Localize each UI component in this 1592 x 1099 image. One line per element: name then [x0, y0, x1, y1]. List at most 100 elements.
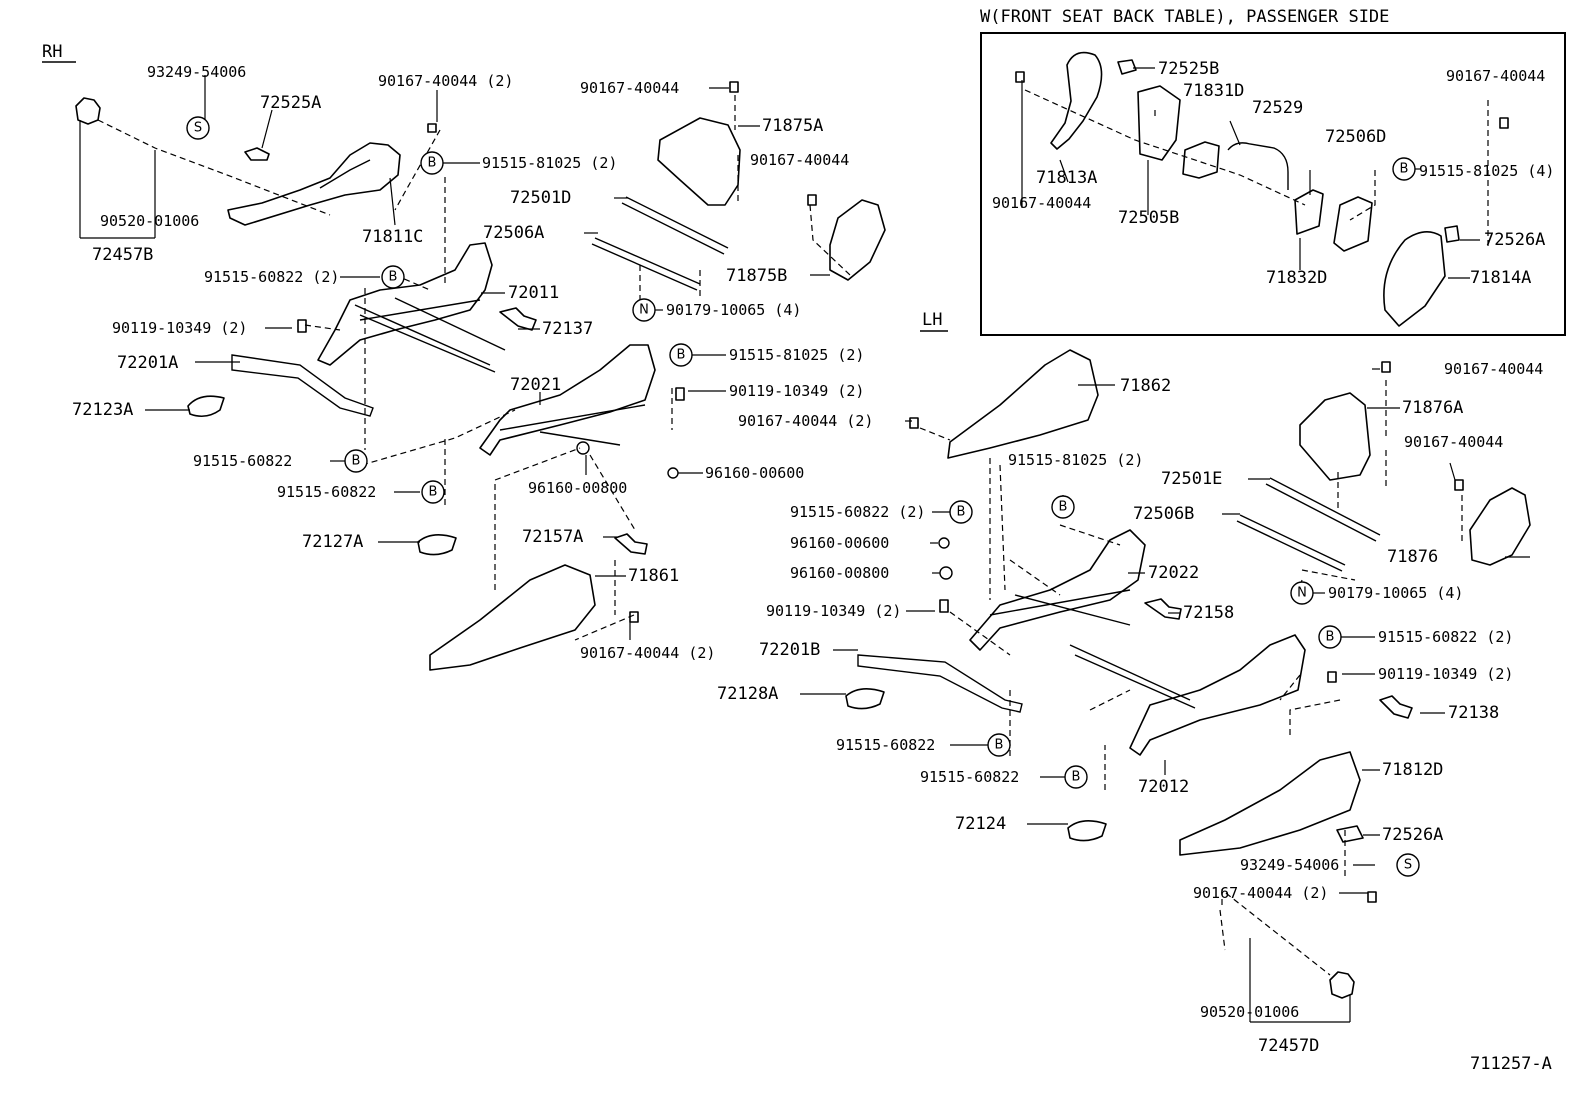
part-label: 72506A — [483, 223, 544, 243]
part-label: 72128A — [717, 684, 778, 704]
cover-71811c — [227, 142, 401, 226]
part-label: 90179-10065 (4) — [666, 301, 801, 319]
part-label: 91515-81025 (4) — [1419, 162, 1554, 180]
part-label: 72529 — [1252, 98, 1303, 118]
part-label: 90119-10349 (2) — [766, 602, 901, 620]
part-label: 72506D — [1325, 127, 1386, 147]
rh-leader-lines — [79, 75, 851, 641]
inset-labels: 72525B 71831D 72529 90167-40044 71813A 9… — [992, 59, 1554, 288]
symbol-s: S — [194, 121, 202, 136]
part-label: 90167-40044 — [1446, 67, 1545, 85]
part-label: 96160-00800 — [790, 564, 889, 582]
symbol-b: B — [1059, 500, 1068, 515]
part-label: 71876A — [1402, 398, 1463, 418]
symbol-b: B — [389, 270, 398, 285]
part-label: 72501E — [1161, 469, 1222, 489]
part-label: 96160-00600 — [790, 534, 889, 552]
symbol-b: B — [1072, 770, 1081, 785]
part-label: 90179-10065 (4) — [1328, 584, 1463, 602]
part-label: 90119-10349 (2) — [729, 382, 864, 400]
part-label: 72201A — [117, 353, 178, 373]
part-label: 71813A — [1036, 168, 1097, 188]
part-label: 72501D — [510, 188, 571, 208]
recliner-72011 — [317, 242, 493, 366]
part-label: 90167-40044 (2) — [378, 72, 513, 90]
part-label: 72526A — [1382, 825, 1443, 845]
cover-71861 — [429, 564, 596, 671]
part-label: 91515-60822 — [193, 452, 292, 470]
part-label: 90119-10349 (2) — [1378, 665, 1513, 683]
part-label: 90167-40044 — [750, 151, 849, 169]
part-label: 72457D — [1258, 1036, 1319, 1056]
part-label: 71875A — [762, 116, 823, 136]
part-label: 90119-10349 (2) — [112, 319, 247, 337]
part-label: 71831D — [1183, 81, 1244, 101]
rh-side-label: RH — [42, 42, 62, 62]
symbol-b: B — [957, 505, 966, 520]
lh-labels: 71862 90167-40044 (2) 90167-40044 71876A… — [717, 360, 1543, 1056]
part-label: 71812D — [1382, 760, 1443, 780]
part-label: 71875B — [726, 266, 787, 286]
part-label: 90167-40044 — [992, 194, 1091, 212]
part-label: 96160-00600 — [705, 464, 804, 482]
lh-symbols: B B N B B B S — [949, 495, 1420, 877]
diagram-code: 711257-A — [1470, 1054, 1552, 1074]
part-label: 90167-40044 (2) — [738, 412, 873, 430]
symbol-b: B — [429, 485, 438, 500]
part-label: 91515-81025 (2) — [1008, 451, 1143, 469]
lh-side-label: LH — [922, 310, 942, 330]
lh-part-drawings — [845, 349, 1531, 999]
part-label: 71811C — [362, 227, 423, 247]
lh-leader-lines — [800, 368, 1530, 1023]
part-label: 71862 — [1120, 376, 1171, 396]
part-label: 72123A — [72, 400, 133, 420]
part-label: 72457B — [92, 245, 153, 265]
plate-71875b — [829, 199, 886, 281]
symbol-b: B — [428, 156, 437, 171]
inset-title: W(FRONT SEAT BACK TABLE), PASSENGER SIDE — [980, 7, 1389, 27]
part-label: 72158 — [1183, 603, 1234, 623]
symbol-b: B — [1400, 162, 1409, 177]
part-label: 71814A — [1470, 268, 1531, 288]
symbol-n: N — [639, 303, 649, 318]
part-label: 91515-60822 (2) — [1378, 628, 1513, 646]
rh-symbols: S B B B B N B — [186, 116, 693, 504]
part-label: 72525A — [260, 93, 321, 113]
symbol-n: N — [1297, 586, 1307, 601]
part-label: 71832D — [1266, 268, 1327, 288]
part-label: 91515-81025 (2) — [482, 154, 617, 172]
recliner-72021 — [479, 344, 656, 456]
symbol-b: B — [995, 738, 1004, 753]
part-label: 72137 — [542, 319, 593, 339]
part-label: 72526A — [1484, 230, 1545, 250]
part-label: 72525B — [1158, 59, 1219, 79]
part-label: 90167-40044 (2) — [580, 644, 715, 662]
rh-labels: 93249-54006 72525A 90167-40044 (2) 91515… — [72, 63, 864, 662]
part-label: 72022 — [1148, 563, 1199, 583]
symbol-b: B — [677, 348, 686, 363]
part-label: 71861 — [628, 566, 679, 586]
part-label: 72011 — [508, 283, 559, 303]
symbol-s: S — [1404, 858, 1412, 873]
part-label: 71876 — [1387, 547, 1438, 567]
part-label: 90520-01006 — [1200, 1003, 1299, 1021]
part-label: 96160-00800 — [528, 479, 627, 497]
part-label: 72021 — [510, 375, 561, 395]
part-label: 90167-40044 (2) — [1193, 884, 1328, 902]
part-label: 72506B — [1133, 504, 1194, 524]
part-label: 91515-60822 (2) — [204, 268, 339, 286]
part-label: 91515-60822 — [836, 736, 935, 754]
part-label: 91515-60822 — [277, 483, 376, 501]
part-label: 91515-81025 (2) — [729, 346, 864, 364]
symbol-b: B — [1326, 630, 1335, 645]
symbol-b: B — [352, 454, 361, 469]
part-label: 90167-40044 — [1404, 433, 1503, 451]
part-label: 91515-60822 — [920, 768, 1019, 786]
part-label: 90167-40044 — [1444, 360, 1543, 378]
rh-part-drawings — [75, 81, 886, 671]
part-label: 72157A — [522, 527, 583, 547]
part-label: 72012 — [1138, 777, 1189, 797]
part-label: 72505B — [1118, 208, 1179, 228]
inset-frame — [980, 32, 1566, 336]
